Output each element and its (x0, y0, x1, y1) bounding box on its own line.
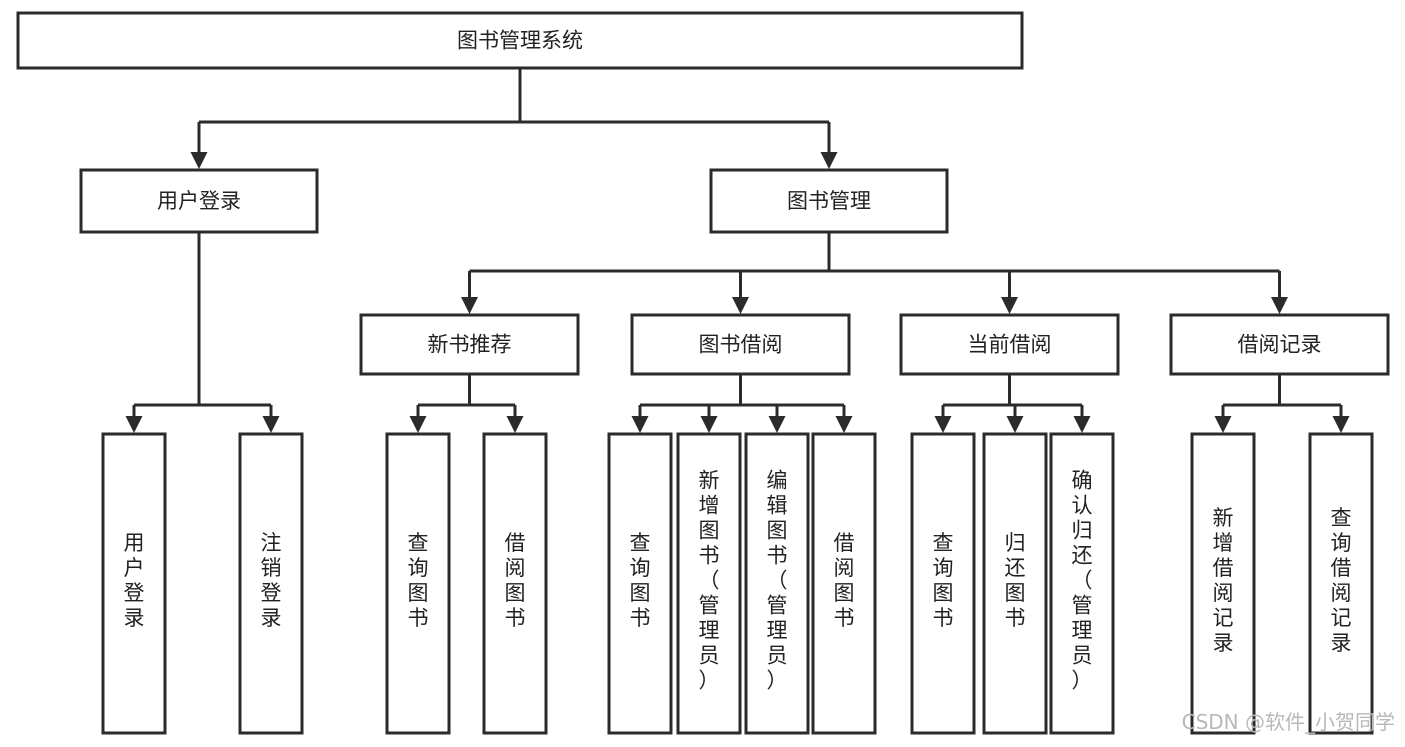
node-leaf-borrow-book-2[interactable]: 借阅图书 (811, 432, 877, 735)
node-label-leaf-logout-login: 注销登录 (261, 531, 282, 630)
node-label-leaf-edit-book-admin: 编辑图书（管理员） (767, 469, 788, 693)
node-label-leaf-confirm-return-admin: 确认归还（管理员） (1072, 469, 1093, 693)
node-label-leaf-query-book-1: 查询图书 (408, 531, 429, 630)
node-layer: 图书管理系统用户登录图书管理新书推荐图书借阅当前借阅借阅记录用户登录注销登录查询… (16, 11, 1390, 735)
node-label-current-borrow: 当前借阅 (968, 333, 1052, 357)
connector-group-current-borrow (934, 374, 1091, 433)
node-user-login[interactable]: 用户登录 (79, 168, 319, 234)
node-leaf-confirm-return-admin[interactable]: 确认归还（管理员） (1049, 432, 1115, 735)
node-leaf-logout-login[interactable]: 注销登录 (238, 432, 304, 735)
node-leaf-user-login[interactable]: 用户登录 (101, 432, 167, 735)
node-label-leaf-user-login: 用户登录 (124, 531, 145, 630)
node-label-root: 图书管理系统 (457, 29, 583, 53)
node-book-borrow[interactable]: 图书借阅 (630, 313, 851, 376)
node-label-borrow-record: 借阅记录 (1238, 333, 1322, 357)
node-leaf-borrow-book-1[interactable]: 借阅图书 (482, 432, 548, 735)
node-label-leaf-borrow-book-2: 借阅图书 (834, 531, 855, 630)
node-label-book-borrow: 图书借阅 (699, 333, 783, 357)
connector-group-new-book-recommend (409, 374, 524, 433)
connector-group-root (190, 68, 838, 169)
node-leaf-query-borrow-record[interactable]: 查询借阅记录 (1308, 432, 1374, 735)
node-book-manage[interactable]: 图书管理 (709, 168, 949, 234)
node-leaf-query-book-2[interactable]: 查询图书 (607, 432, 673, 735)
node-leaf-add-borrow-record[interactable]: 新增借阅记录 (1190, 432, 1256, 735)
node-leaf-edit-book-admin[interactable]: 编辑图书（管理员） (744, 432, 810, 735)
node-label-leaf-query-book-2: 查询图书 (630, 531, 651, 630)
connector-group-borrow-record (1214, 374, 1350, 433)
connector-layer (125, 68, 1350, 433)
node-leaf-query-book-3[interactable]: 查询图书 (910, 432, 976, 735)
node-label-leaf-return-book: 归还图书 (1005, 531, 1026, 630)
node-leaf-query-book-1[interactable]: 查询图书 (385, 432, 451, 735)
node-label-new-book-recommend: 新书推荐 (428, 333, 512, 357)
node-label-leaf-query-borrow-record: 查询借阅记录 (1331, 506, 1352, 655)
node-leaf-return-book[interactable]: 归还图书 (982, 432, 1048, 735)
node-root[interactable]: 图书管理系统 (16, 11, 1024, 70)
csdn-watermark: CSDN @软件_小贺同学 (1182, 710, 1395, 734)
connector-group-user-login (125, 232, 280, 433)
node-label-leaf-add-book-admin: 新增图书（管理员） (699, 469, 720, 693)
node-new-book-recommend[interactable]: 新书推荐 (359, 313, 580, 376)
node-label-book-manage: 图书管理 (787, 189, 871, 213)
connector-group-book-borrow (631, 374, 853, 433)
node-leaf-add-book-admin[interactable]: 新增图书（管理员） (676, 432, 742, 735)
node-current-borrow[interactable]: 当前借阅 (899, 313, 1120, 376)
node-label-leaf-add-borrow-record: 新增借阅记录 (1213, 506, 1234, 655)
node-borrow-record[interactable]: 借阅记录 (1169, 313, 1390, 376)
connector-group-book-manage (461, 232, 1288, 314)
node-label-user-login: 用户登录 (157, 189, 241, 213)
node-label-leaf-borrow-book-1: 借阅图书 (505, 531, 526, 630)
node-label-leaf-query-book-3: 查询图书 (933, 531, 954, 630)
